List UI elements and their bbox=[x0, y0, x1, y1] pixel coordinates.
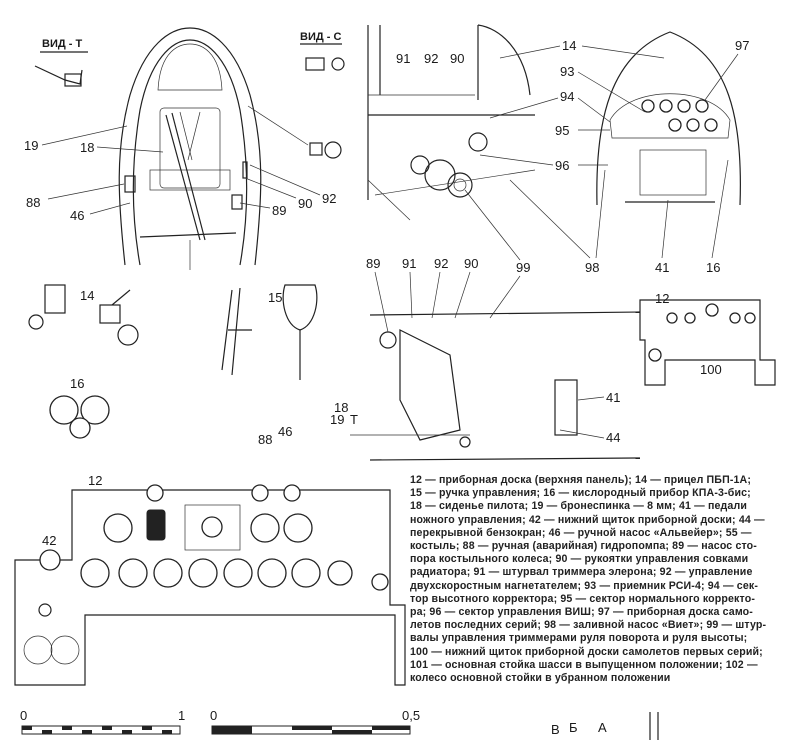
callout-42: 42 bbox=[42, 533, 56, 548]
callout-90: 90 bbox=[298, 196, 312, 211]
instrument-panel-late bbox=[596, 31, 741, 206]
view-t-label: ВИД - Т bbox=[42, 38, 82, 50]
callout-90: 90 bbox=[450, 51, 464, 66]
callout-100: 100 bbox=[700, 362, 722, 377]
scale-bar-2: 0 0,5 bbox=[210, 708, 420, 735]
caption-line: тор высотного корректора; 95 — сектор но… bbox=[410, 592, 755, 605]
caption-line: ра; 96 — сектор управления ВИШ; 97 — при… bbox=[410, 606, 753, 619]
section-mark-b: Б bbox=[569, 720, 578, 735]
caption-line: пора костыльного колеса; 90 — рукоятки у… bbox=[410, 553, 749, 566]
callout-92: 92 bbox=[322, 191, 336, 206]
sight-detail: 14 bbox=[28, 284, 139, 346]
callout-t-lower: T bbox=[350, 412, 358, 427]
callout-91: 91 bbox=[396, 51, 410, 66]
scale-2-start: 0 bbox=[210, 708, 217, 723]
side-view-upper-callouts: 91 92 90 14 93 94 95 96 97 98 41 16 bbox=[396, 38, 749, 275]
scale-1-start: 0 bbox=[20, 708, 27, 723]
side-view-lower-callouts: 89 91 92 90 99 41 44 18 19 46 88 T bbox=[258, 189, 620, 447]
callout-44: 44 bbox=[606, 430, 620, 445]
callout-88: 88 bbox=[26, 195, 40, 210]
callout-90-lower: 90 bbox=[464, 256, 478, 271]
caption-line: 100 — нижний щиток приборной доски самол… bbox=[410, 645, 763, 658]
section-mark-a: А bbox=[598, 720, 607, 735]
view-c-detail: ВИД - С bbox=[247, 31, 345, 159]
callout-46: 46 bbox=[70, 208, 84, 223]
scale-2-end: 0,5 bbox=[402, 708, 420, 723]
caption-line: перекрывной бензокран; 46 — ручной насос… bbox=[410, 526, 752, 539]
callout-99: 99 bbox=[516, 260, 530, 275]
scale-1-end: 1 bbox=[178, 708, 185, 723]
callout-14: 14 bbox=[562, 38, 576, 53]
callout-12-right: 12 bbox=[655, 291, 669, 306]
caption-line: колесо основной стойки в убранном положе… bbox=[410, 672, 671, 685]
callout-19-lower: 19 bbox=[330, 412, 344, 427]
callout-15: 15 bbox=[268, 290, 282, 305]
caption-line: радиатора; 91 — штурвал триммера элерона… bbox=[410, 566, 753, 579]
callout-95: 95 bbox=[555, 123, 569, 138]
front-view-callouts: 19 18 88 46 92 90 89 bbox=[24, 125, 336, 223]
side-view-lower bbox=[350, 311, 641, 461]
view-t-detail: ВИД - Т bbox=[34, 38, 88, 87]
front-view-cockpit bbox=[118, 27, 262, 270]
callout-18: 18 bbox=[80, 140, 94, 155]
callout-96: 96 bbox=[555, 158, 569, 173]
callout-41: 41 bbox=[655, 260, 669, 275]
side-view-upper bbox=[367, 24, 536, 221]
callout-16: 16 bbox=[706, 260, 720, 275]
caption-line: 15 — ручка управления; 16 — кислородный … bbox=[410, 487, 751, 500]
caption-line: ножного управления; 42 — нижний щиток пр… bbox=[410, 513, 765, 526]
caption-line: двухскоростным нагнетателем; 93 — приемн… bbox=[410, 579, 758, 592]
callout-19: 19 bbox=[24, 138, 38, 153]
callout-89: 89 bbox=[272, 203, 286, 218]
callout-14-detail: 14 bbox=[80, 288, 94, 303]
oxygen-device-detail: 16 bbox=[49, 376, 110, 439]
callout-92: 92 bbox=[424, 51, 438, 66]
callout-92-lower: 92 bbox=[434, 256, 448, 271]
caption-line: 101 — основная стойка шасси в выпущенном… bbox=[410, 658, 758, 671]
callout-16-detail: 16 bbox=[70, 376, 84, 391]
view-c-label: ВИД - С bbox=[300, 31, 341, 43]
instrument-panel-early: 12 100 bbox=[639, 291, 776, 386]
section-marks: В Б А bbox=[551, 712, 659, 740]
callout-18-lower: 18 bbox=[334, 400, 348, 415]
callout-89-lower: 89 bbox=[366, 256, 380, 271]
callout-93: 93 bbox=[560, 64, 574, 79]
callout-46-lower: 46 bbox=[278, 424, 292, 439]
callout-91-lower: 91 bbox=[402, 256, 416, 271]
callout-88-lower: 88 bbox=[258, 432, 272, 447]
caption-line: летов последних серий; 98 — заливной нас… bbox=[410, 619, 767, 632]
scale-bar-1: 0 1 bbox=[20, 708, 185, 735]
callout-94: 94 bbox=[560, 89, 574, 104]
callout-12: 12 bbox=[88, 473, 102, 488]
figure-caption: 12 — приборная доска (верхняя панель); 1… bbox=[410, 474, 785, 685]
callout-97: 97 bbox=[735, 38, 749, 53]
callout-98: 98 bbox=[585, 260, 599, 275]
control-stick-detail: 15 bbox=[221, 284, 318, 380]
callout-41-lower: 41 bbox=[606, 390, 620, 405]
caption-line: валы управления триммерами руля поворота… bbox=[410, 632, 748, 645]
section-mark-v: В bbox=[551, 722, 560, 737]
instrument-panel-main: 12 42 bbox=[14, 473, 406, 686]
caption-line: 18 — сиденье пилота; 19 — бронеспинка — … bbox=[410, 500, 748, 513]
caption-line: 12 — приборная доска (верхняя панель); 1… bbox=[410, 474, 752, 486]
caption-line: костыль; 88 — ручная (аварийная) гидропо… bbox=[410, 540, 757, 553]
